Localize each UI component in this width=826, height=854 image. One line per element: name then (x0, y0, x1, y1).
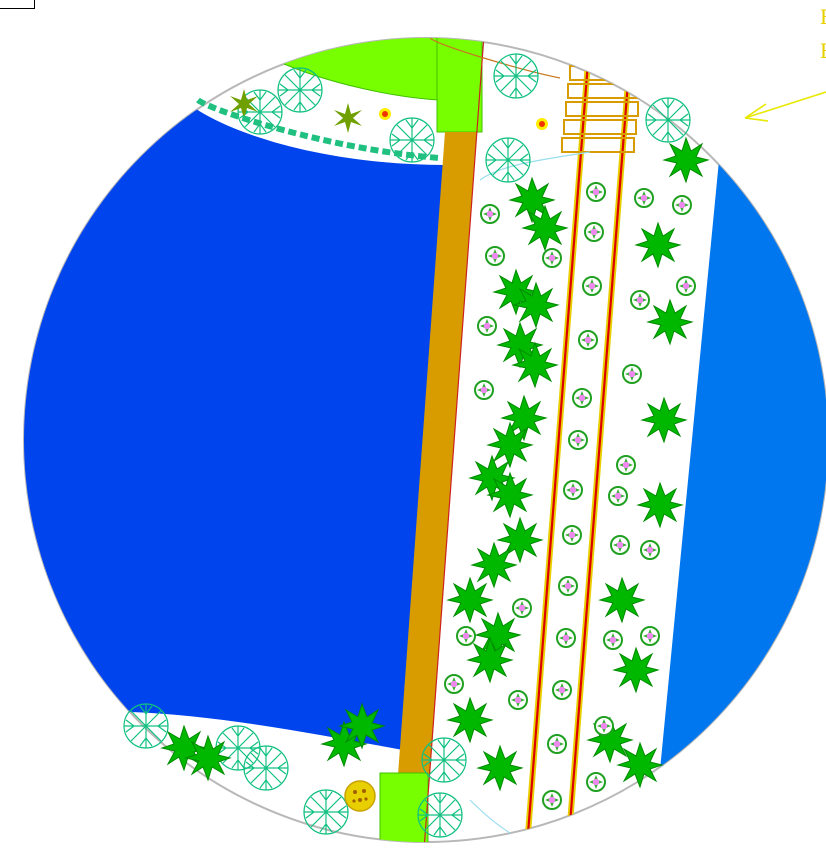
lawn-south (379, 772, 429, 842)
rail-east (567, 81, 631, 825)
lake-west (24, 105, 445, 750)
boardwalk (398, 132, 477, 775)
callout-label-1: E (820, 6, 826, 28)
title-block-corner (0, 0, 35, 9)
path-edge-line (423, 38, 485, 842)
planting-south (123, 703, 467, 838)
callout-leader (744, 91, 826, 122)
rail-west (525, 61, 591, 835)
planting-north (196, 53, 691, 183)
callout-label-2: E (820, 40, 826, 62)
stream-line (469, 799, 541, 842)
lawn-north-strip (436, 38, 483, 133)
edge-curve (429, 38, 561, 79)
